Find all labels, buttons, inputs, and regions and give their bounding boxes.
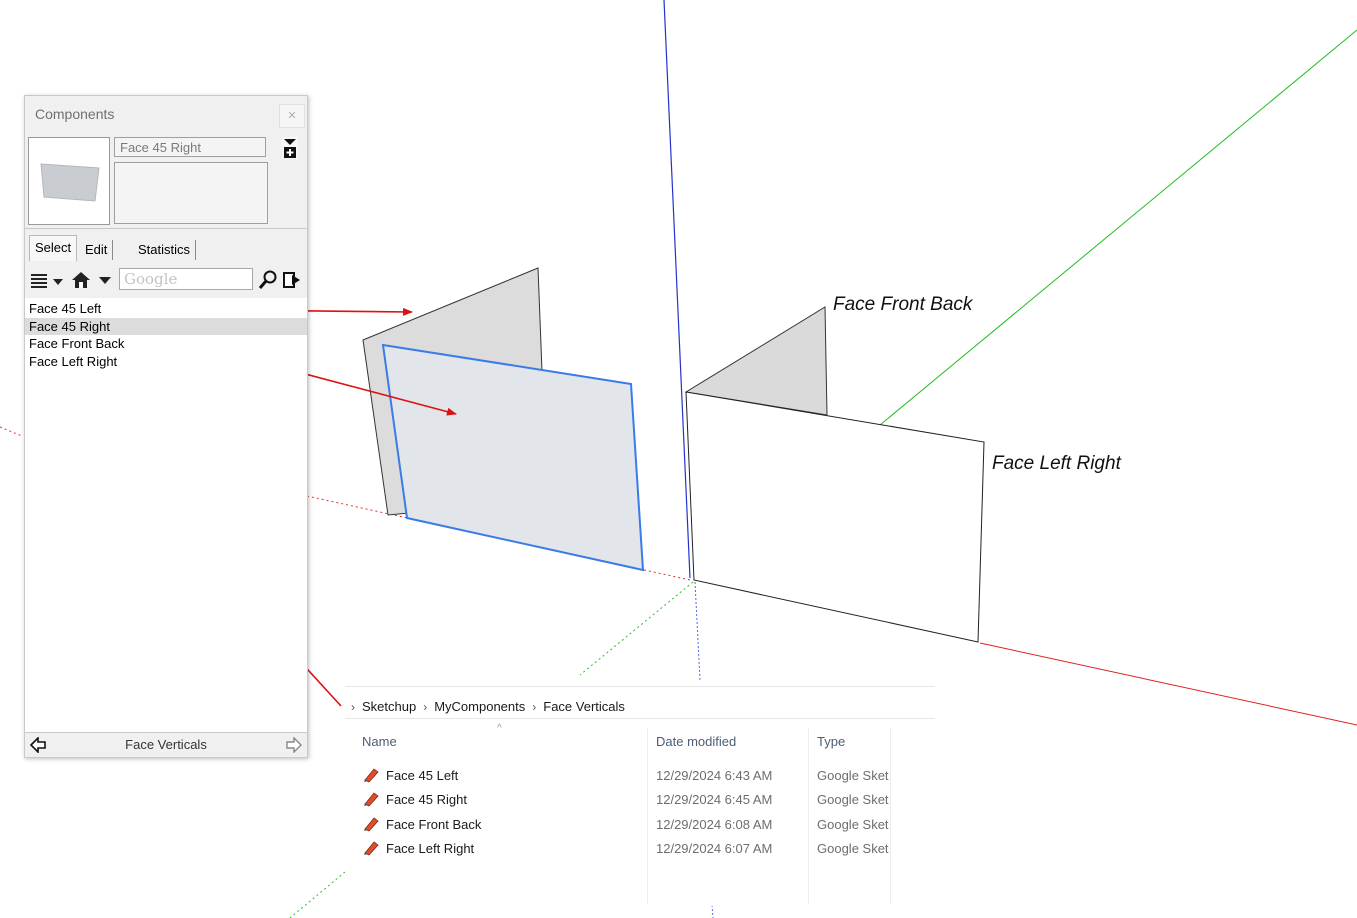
collection-name: Face Verticals: [125, 737, 207, 752]
tab-statistics[interactable]: Statistics: [133, 240, 197, 260]
component-list: Face 45 Left Face 45 Right Face Front Ba…: [25, 300, 307, 371]
green-axis: [879, 29, 1357, 426]
breadcrumb-item[interactable]: MyComponents: [434, 699, 526, 714]
tab-edit[interactable]: Edit: [80, 240, 114, 260]
file-name: Face Left Right: [386, 841, 475, 856]
file-name: Face 45 Right: [386, 792, 467, 807]
file-name: Face 45 Left: [386, 768, 459, 783]
file-type: Google Sket: [817, 841, 889, 856]
red-axis-hidden-left: [0, 426, 23, 437]
file-type: Google Sket: [817, 817, 889, 832]
panel-footer: Face Verticals: [25, 732, 307, 757]
blue-axis-hidden-low: [711, 904, 714, 918]
component-list-area[interactable]: [25, 298, 307, 732]
select-toolbar: Google: [29, 267, 303, 293]
list-item[interactable]: Face 45 Left: [29, 301, 102, 316]
chevron-right-icon: ›: [532, 700, 537, 714]
list-item[interactable]: Face 45 Right: [25, 317, 307, 336]
component-thumbnail: [28, 137, 110, 225]
sort-caret-icon: ^: [497, 723, 502, 734]
back-arrow-icon[interactable]: [30, 737, 46, 753]
file-type: Google Sket: [817, 792, 889, 807]
explorer-top-border: [345, 686, 935, 687]
sketchup-file-icon: [364, 841, 379, 856]
blue-axis-hidden: [694, 581, 701, 681]
tab-select[interactable]: Select: [29, 235, 78, 261]
face-45-right[interactable]: [381, 343, 645, 572]
column-header-type[interactable]: Type: [817, 734, 846, 749]
green-axis-hidden: [579, 581, 694, 676]
view-options-icon[interactable]: [29, 269, 67, 291]
column-divider[interactable]: [647, 728, 648, 904]
list-item[interactable]: Face Left Right: [29, 354, 118, 370]
table-row[interactable]: Face 45 Right 12/29/2024 6:45 AM Google …: [345, 789, 935, 811]
search-icon[interactable]: [257, 269, 279, 291]
model-components-icon[interactable]: [281, 269, 303, 291]
file-date: 12/29/2024 6:07 AM: [656, 841, 773, 856]
red-axis: [979, 642, 1357, 726]
label-face-front-back: Face Front Back: [833, 294, 974, 315]
home-icon[interactable]: [71, 269, 117, 291]
file-date: 12/29/2024 6:08 AM: [656, 817, 773, 832]
forward-arrow-icon[interactable]: [286, 737, 302, 753]
explorer-divider: [345, 718, 935, 719]
breadcrumb-item[interactable]: Face Verticals: [543, 699, 625, 714]
sketchup-file-icon: [364, 792, 379, 807]
column-header-date[interactable]: Date modified: [656, 734, 737, 749]
panel-title: Components: [35, 106, 115, 122]
column-divider[interactable]: [890, 728, 891, 904]
label-face-left-right: Face Left Right: [992, 453, 1122, 474]
components-panel: Components ✕ Face 45 Right Select Edit S…: [24, 95, 308, 758]
file-date: 12/29/2024 6:45 AM: [656, 792, 773, 807]
file-explorer: ›Sketchup›MyComponents›Face Verticals ^ …: [345, 686, 935, 906]
column-divider[interactable]: [808, 728, 809, 904]
table-row[interactable]: Face Left Right 12/29/2024 6:07 AM Googl…: [345, 838, 935, 860]
face-left-right[interactable]: [685, 391, 985, 643]
list-item[interactable]: Face Front Back: [29, 336, 125, 352]
details-arrow-icon[interactable]: [281, 136, 299, 160]
search-placeholder: Google: [124, 270, 178, 288]
table-row[interactable]: Face Front Back 12/29/2024 6:08 AM Googl…: [345, 814, 935, 836]
sketchup-file-icon: [364, 768, 379, 783]
green-axis-hidden-low: [289, 871, 346, 918]
breadcrumb-item[interactable]: Sketchup: [362, 699, 417, 714]
chevron-right-icon: ›: [351, 700, 355, 714]
component-name-field[interactable]: Face 45 Right: [114, 137, 266, 157]
close-icon[interactable]: ✕: [279, 104, 305, 128]
table-row[interactable]: Face 45 Left 12/29/2024 6:43 AM Google S…: [345, 765, 935, 787]
file-date: 12/29/2024 6:43 AM: [656, 768, 773, 783]
chevron-right-icon: ›: [423, 700, 428, 714]
search-input[interactable]: Google: [119, 268, 253, 290]
column-header-name[interactable]: Name: [362, 734, 397, 749]
separator: [25, 228, 307, 229]
breadcrumb: › Sketchup › MyComponents › Face Verticals: [351, 698, 625, 716]
blue-axis: [663, 0, 691, 579]
file-name: Face Front Back: [386, 817, 482, 832]
sketchup-file-icon: [364, 817, 379, 832]
component-description-field[interactable]: [114, 162, 268, 224]
file-type: Google Sket: [817, 768, 889, 783]
